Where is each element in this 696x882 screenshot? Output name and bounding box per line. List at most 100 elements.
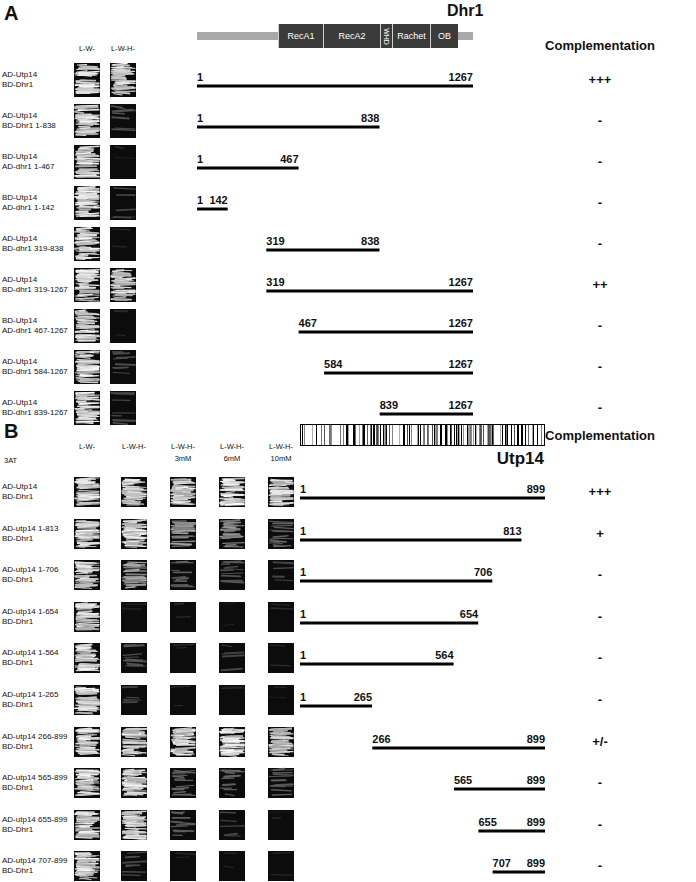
growth-streak [123,874,140,876]
growth-streak [175,495,184,496]
growth-streak [75,310,85,311]
growth-streak [77,620,99,622]
complementation-score: - [598,236,602,251]
growth-streak [79,294,92,295]
yeast-plate-patch [121,727,147,757]
growth-streak [123,608,141,610]
growth-streak [127,835,147,837]
growth-streak [175,780,193,781]
growth-streak [79,235,97,236]
growth-streak [176,748,190,750]
growth-streak [80,735,94,736]
growth-streak [80,335,97,336]
growth-streak [173,771,195,773]
growth-streak [123,483,133,484]
growth-streak [77,608,94,609]
growth-streak [175,811,184,813]
growth-streak [126,811,146,813]
residue-number: 1267 [449,358,473,371]
growth-streak [272,481,284,483]
growth-streak [125,567,146,569]
growth-streak [77,570,92,572]
residue-number: 839 [380,399,398,412]
growth-streak [174,831,186,832]
growth-streak [115,393,134,395]
growth-streak [270,530,291,531]
growth-streak [269,494,290,496]
yeast-plate-patch [121,768,147,798]
growth-streak [79,403,98,405]
growth-streak [115,366,128,369]
growth-streak [173,526,195,527]
growth-streak [77,228,92,229]
growth-streak [271,495,289,496]
residue-number: 565 [454,774,472,787]
construct-bar [300,580,492,583]
growth-streak [77,271,98,272]
growth-streak [77,818,98,819]
yeast-plate-patch [74,477,100,507]
growth-streak [269,488,287,489]
growth-streak [77,871,98,873]
growth-streak [78,821,95,823]
growth-streak [172,489,193,492]
growth-streak [174,794,195,795]
growth-streak [125,503,139,504]
growth-streak [221,811,236,813]
complementation-score: - [598,692,602,707]
construct-label: AD-Utp14 [2,275,37,284]
growth-streak [76,361,98,363]
growth-streak [76,533,85,534]
growth-streak [113,419,135,422]
residue-number: 1 [300,649,306,662]
column-header: Complementation [545,428,655,443]
growth-streak [76,545,90,547]
growth-streak [174,482,192,483]
growth-streak [79,409,92,411]
yeast-plate-patch [74,643,100,673]
growth-streak [272,790,291,791]
growth-streak [172,773,185,774]
growth-streak [172,537,188,538]
yeast-plate-patch [74,186,100,220]
growth-streak [124,742,138,744]
growth-streak [75,84,94,86]
yeast-plate-patch [121,602,147,632]
growth-streak [112,117,128,118]
growth-streak [225,567,238,568]
growth-streak [79,254,89,255]
growth-streak [78,693,96,695]
growth-streak [81,831,95,832]
growth-streak [78,861,92,863]
growth-streak [75,231,85,232]
growth-streak [173,485,183,487]
growth-streak [221,494,244,495]
column-header: L-W-H- [171,442,195,451]
growth-streak [114,70,129,71]
growth-streak [176,522,196,524]
growth-streak [78,406,99,408]
growth-streak [221,580,242,582]
residue-number: 584 [324,358,342,371]
growth-streak [77,874,92,876]
growth-streak [80,79,95,81]
growth-streak [76,115,93,117]
growth-streak [173,545,190,547]
growth-streak [173,835,182,836]
growth-streak [77,191,86,193]
growth-streak [76,176,98,178]
construct-label: AD-utp14 1-654 [2,607,58,616]
complementation-score: +/- [592,734,608,749]
growth-streak [77,702,99,703]
growth-streak [78,688,95,690]
growth-streak [114,352,130,354]
growth-streak [272,607,294,610]
yeast-plate-patch [74,727,100,757]
growth-streak [77,869,95,871]
growth-streak [76,130,99,133]
growth-streak [114,297,125,298]
growth-streak [81,120,99,122]
construct-label: BD-Dhr1 [2,617,33,626]
construct-label: AD-Utp14 [2,111,37,120]
growth-streak [77,243,97,244]
